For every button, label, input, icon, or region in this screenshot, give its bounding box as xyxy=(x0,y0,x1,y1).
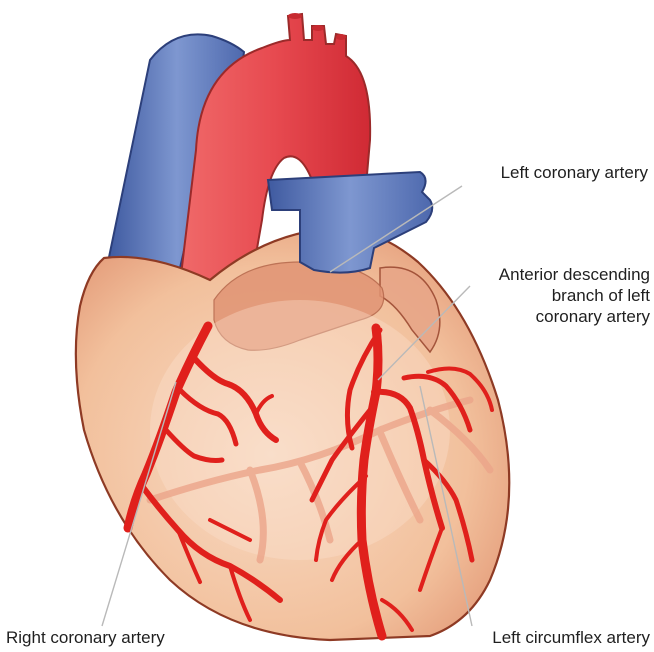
label-left-coronary-artery: Left coronary artery xyxy=(452,162,648,183)
label-line: Anterior descending xyxy=(420,264,650,285)
label-anterior-descending-branch: Anterior descending branch of left coron… xyxy=(420,264,650,327)
label-left-circumflex-artery: Left circumflex artery xyxy=(446,627,650,648)
label-right-coronary-artery: Right coronary artery xyxy=(6,627,165,648)
label-line: coronary artery xyxy=(420,306,650,327)
label-line: branch of left xyxy=(420,285,650,306)
